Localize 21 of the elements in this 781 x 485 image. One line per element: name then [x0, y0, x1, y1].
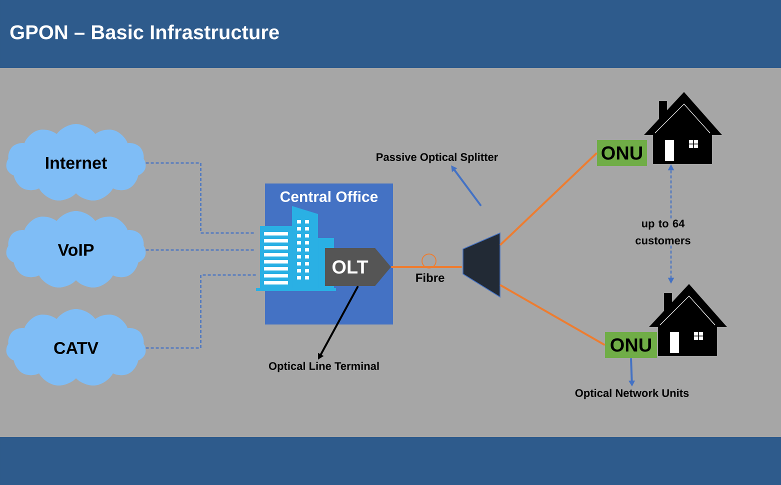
olt-box: OLT [324, 248, 391, 286]
splitter-symbol [462, 232, 500, 298]
connector-line [500, 284, 606, 346]
onu-box: ONU [605, 332, 657, 358]
cloud: VoIP [6, 211, 146, 288]
edge-label: Fibre [414, 272, 446, 284]
connector-line [146, 274, 256, 349]
callout-text: Optical Network Units [575, 388, 689, 400]
onu-box: ONU [597, 140, 647, 166]
cloud: Internet [6, 124, 146, 201]
callout-text: Optical Line Terminal [268, 362, 379, 372]
note-text: up to 64 customers [636, 220, 690, 244]
connector-line [500, 152, 598, 246]
house-drawing [644, 92, 722, 164]
cloud: CATV [6, 309, 146, 386]
connector-line [391, 266, 462, 268]
connector-line [146, 249, 256, 251]
title: GPON – Basic Infrastructure [10, 24, 279, 40]
callout-text: Passive Optical Splitter [376, 152, 498, 164]
house-drawing [649, 284, 727, 356]
connector-line [146, 162, 256, 234]
